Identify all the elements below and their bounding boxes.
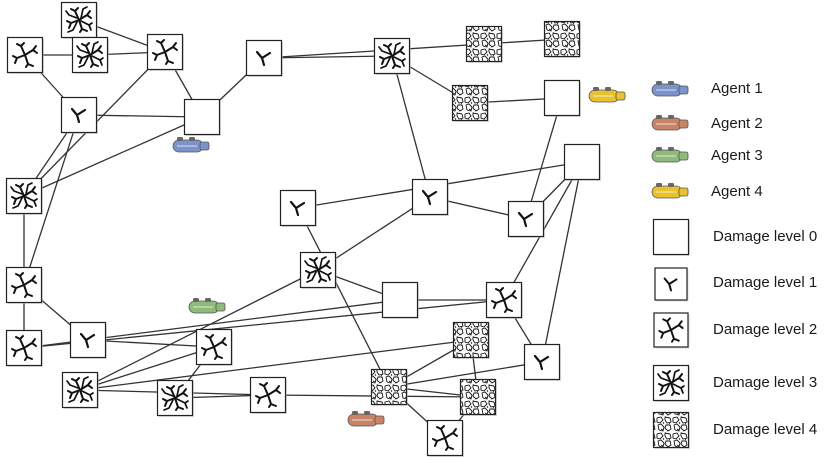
legend-damage-2-label: Damage level 2	[713, 321, 818, 338]
road-edge-n18-n23	[87, 339, 215, 348]
node-n8-damage-4	[543, 20, 581, 58]
node-n9-damage-1	[245, 39, 283, 77]
node-n31-damage-1	[279, 189, 317, 227]
node-n4-damage-2	[146, 33, 184, 71]
legend-agent-3-label: Agent 3	[711, 147, 763, 164]
node-n26-damage-1	[523, 343, 561, 381]
node-n5-damage-0	[183, 98, 221, 136]
node-n7-damage-4	[465, 25, 503, 63]
road-edge-n31-n29	[297, 207, 390, 388]
node-n18-damage-1	[69, 321, 107, 359]
node-n32-damage-2	[426, 419, 464, 457]
agent-marker-agent-2	[347, 411, 385, 427]
legend-agent-1-icon	[651, 81, 689, 97]
node-n2-damage-2	[6, 36, 44, 74]
legend-damage-0-icon	[652, 218, 690, 256]
node-n13-damage-0	[543, 79, 581, 117]
road-edge-n11-n16	[391, 55, 431, 198]
node-n3-damage-3	[71, 36, 109, 74]
node-n14-damage-2	[5, 266, 43, 304]
road-edges	[23, 19, 583, 439]
legend-damage-1-icon	[654, 267, 689, 302]
node-n1-damage-3	[60, 1, 98, 39]
node-n25-damage-4	[452, 321, 490, 359]
node-n29-damage-4	[370, 368, 408, 406]
agent-marker-agent-1	[172, 137, 210, 153]
node-n22-damage-0	[563, 143, 601, 181]
node-n24-damage-3	[61, 371, 99, 409]
legend-agent-4-icon	[651, 183, 689, 199]
node-n23-damage-2	[195, 328, 233, 366]
agent-marker-agent-3	[188, 298, 226, 314]
road-edge-n5-n10	[23, 116, 203, 197]
road-edge-n5-n6	[78, 114, 203, 118]
node-n12-damage-4	[451, 84, 489, 122]
node-n21-damage-2	[485, 281, 523, 319]
legend-damage-0-label: Damage level 0	[713, 228, 818, 245]
road-edge-n13-n17	[525, 97, 563, 220]
road-edge-n23-n24	[79, 346, 215, 391]
node-n28-damage-2	[249, 376, 287, 414]
road-edge-n9-n11	[263, 55, 393, 59]
legend-damage-3-label: Damage level 3	[713, 374, 818, 391]
node-n17-damage-1	[507, 200, 545, 238]
road-edge-n6-n14	[23, 114, 80, 286]
intersection-nodes	[5, 1, 601, 457]
node-n20-damage-0	[381, 281, 419, 319]
legend-agent-2-icon	[651, 115, 689, 131]
node-n15-damage-2	[5, 329, 43, 367]
legend-damage-3-icon	[652, 364, 690, 402]
node-n6-damage-1	[60, 96, 98, 134]
node-n11-damage-3	[373, 37, 411, 75]
legend-agent-3-icon	[651, 147, 689, 163]
legend-agent-2-label: Agent 2	[711, 115, 763, 132]
road-edge-n22-n26	[541, 161, 583, 363]
legend-damage-4-label: Damage level 4	[713, 421, 818, 438]
legend	[651, 81, 690, 449]
node-n10-damage-3	[5, 177, 43, 215]
road-edge-n9-n8	[263, 38, 563, 59]
node-n27-damage-3	[156, 379, 194, 417]
legend-agent-4-label: Agent 4	[711, 183, 763, 200]
legend-damage-1-label: Damage level 1	[713, 274, 818, 291]
legend-damage-4-icon	[652, 411, 690, 449]
agent-marker-agent-4	[588, 87, 626, 103]
legend-damage-2-icon	[653, 312, 690, 349]
agents-on-map	[172, 87, 626, 427]
legend-agent-1-label: Agent 1	[711, 80, 763, 97]
road-edge-n26-n29	[388, 361, 543, 388]
node-n16-damage-1	[411, 178, 449, 216]
node-n19-damage-3	[299, 251, 337, 289]
road-edge-n24-n25	[79, 339, 472, 391]
node-n30-damage-4	[459, 378, 497, 416]
